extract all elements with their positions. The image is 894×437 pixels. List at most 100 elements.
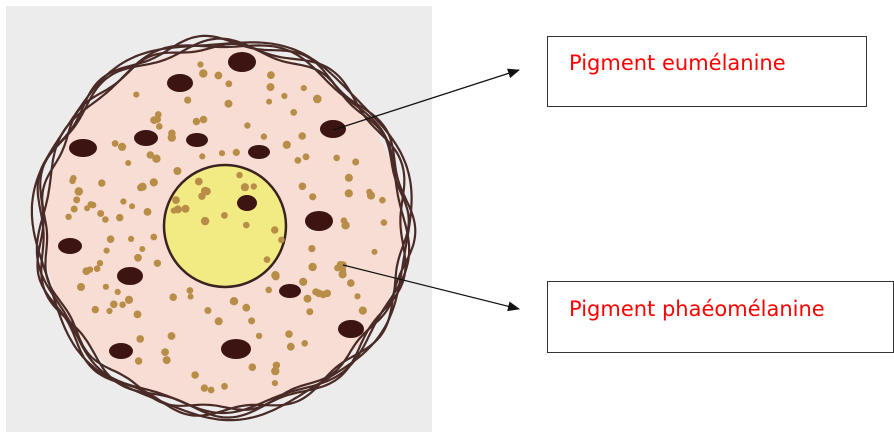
pheomelanin-granule: [71, 206, 78, 213]
pheomelanin-granule: [264, 256, 271, 263]
pheomelanin-granule: [285, 330, 293, 338]
pheomelanin-granule: [333, 155, 340, 162]
pheomelanin-granule: [144, 208, 152, 216]
pheomelanine-label-box: Pigment phaéomélanine: [547, 281, 894, 353]
pheomelanin-granule: [134, 311, 142, 319]
pheomelanin-granule: [367, 191, 375, 199]
pheomelanin-granule: [219, 150, 225, 156]
pheomelanin-granule: [75, 187, 83, 195]
pheomelanin-granule: [352, 159, 359, 166]
pheomelanin-granule: [265, 287, 272, 294]
pheomelanin-granule: [199, 69, 207, 77]
pheomelanin-granule: [271, 367, 279, 375]
pheomelanin-granule: [168, 332, 176, 340]
pheomelanin-granule: [204, 307, 211, 314]
pheomelanin-granule: [193, 118, 200, 125]
pheomelanin-granule: [299, 183, 307, 191]
pheomelanine-label: Pigment phaéomélanine: [569, 297, 825, 321]
pheomelanin-granule: [119, 301, 126, 308]
pheomelanin-granule: [107, 235, 115, 243]
pheomelanin-granule: [251, 183, 257, 189]
pheomelanin-granule: [381, 219, 388, 226]
eumelanin-granule: [69, 139, 97, 157]
pheomelanin-granule: [248, 317, 255, 324]
pheomelanin-granule: [354, 293, 360, 299]
eumelanine-label-box: Pigment eumélanine: [547, 36, 867, 107]
pheomelanin-granule: [359, 307, 367, 315]
pheomelanin-granule: [287, 343, 295, 351]
eumelanin-granule: [221, 339, 251, 359]
eumelanine-label: Pigment eumélanine: [569, 51, 786, 75]
pheomelanin-granule: [97, 210, 104, 217]
pheomelanin-granule: [129, 203, 135, 209]
pheomelanin-granule: [173, 167, 181, 175]
pheomelanin-granule: [98, 179, 105, 186]
pheomelanin-granule: [201, 384, 208, 391]
pheomelanin-granule: [116, 214, 123, 221]
pheomelanin-granule: [110, 301, 118, 309]
pheomelanin-granule: [372, 249, 378, 255]
pheomelanin-granule: [281, 93, 287, 99]
eumelanin-granule: [338, 320, 364, 338]
eumelanin-granule: [186, 133, 208, 147]
pheomelanin-granule: [150, 234, 157, 241]
pheomelanin-granule: [133, 92, 139, 98]
pheomelanin-granule: [241, 183, 249, 191]
pheomelanin-granule: [156, 123, 163, 130]
pheomelanin-granule: [115, 289, 121, 295]
pheomelanin-granule: [97, 260, 103, 266]
pheomelanin-granule: [197, 61, 203, 67]
pheomelanin-granule: [125, 160, 131, 166]
pheomelanin-granule: [236, 172, 242, 178]
pheomelanin-granule: [94, 265, 101, 272]
pheomelanin-granule: [301, 340, 308, 347]
pheomelanin-granule: [261, 133, 267, 139]
eumelanin-granule: [167, 74, 193, 92]
pheomelanin-granule: [309, 193, 316, 200]
pheomelanin-granule: [172, 196, 180, 204]
pheomelanin-granule: [379, 197, 386, 204]
pheomelanin-granule: [104, 248, 110, 254]
pheomelanin-granule: [103, 284, 109, 290]
pheomelanin-granule: [150, 116, 158, 124]
eumelanin-granule: [109, 343, 133, 359]
pheomelanin-granule: [243, 222, 250, 229]
pheomelanin-granule: [230, 297, 238, 305]
pheomelanin-granule: [134, 254, 142, 262]
eumelanine-pointer-arrow: [333, 70, 519, 130]
pheomelanin-granule: [249, 363, 257, 371]
pheomelanin-granule: [278, 237, 285, 244]
pheomelanin-granule: [112, 140, 119, 147]
eumelanin-granule: [237, 195, 257, 211]
pheomelanin-granule: [154, 260, 161, 267]
pheomelanin-granule: [225, 100, 233, 108]
pheomelanin-granule: [208, 387, 215, 394]
pheomelanin-granule: [201, 187, 210, 196]
pheomelanin-granule: [215, 317, 223, 325]
pheomelanin-granule: [306, 308, 313, 315]
pheomelanin-granule: [88, 201, 95, 208]
pheomelanin-granule: [345, 174, 353, 182]
pheomelanin-granule: [120, 198, 126, 204]
pheomelanin-granule: [290, 109, 297, 116]
pheomelanin-granule: [271, 226, 278, 233]
pheomelanin-granule: [266, 99, 272, 105]
eumelanin-granule: [58, 238, 82, 254]
pheomelanin-granule: [315, 290, 323, 298]
pheomelanin-granule: [199, 153, 205, 159]
pheomelanin-granule: [345, 189, 353, 197]
pheomelanin-granule: [188, 294, 194, 300]
pheomelanin-granule: [304, 295, 312, 303]
pheomelanin-granule: [221, 212, 228, 219]
pheomelanin-granule: [244, 122, 250, 128]
pheomelanin-granule: [283, 141, 291, 149]
pheomelanin-granule: [161, 348, 169, 356]
pheomelanin-granule: [308, 263, 316, 271]
pheomelanin-granule: [225, 80, 232, 87]
pheomelanin-granule: [128, 236, 134, 242]
pheomelanin-granule: [135, 357, 142, 364]
pheomelanin-granule: [272, 380, 278, 386]
pheomelanin-granule: [242, 304, 250, 312]
pheomelanin-granule: [77, 283, 85, 291]
pheomelanin-granule: [233, 149, 240, 156]
